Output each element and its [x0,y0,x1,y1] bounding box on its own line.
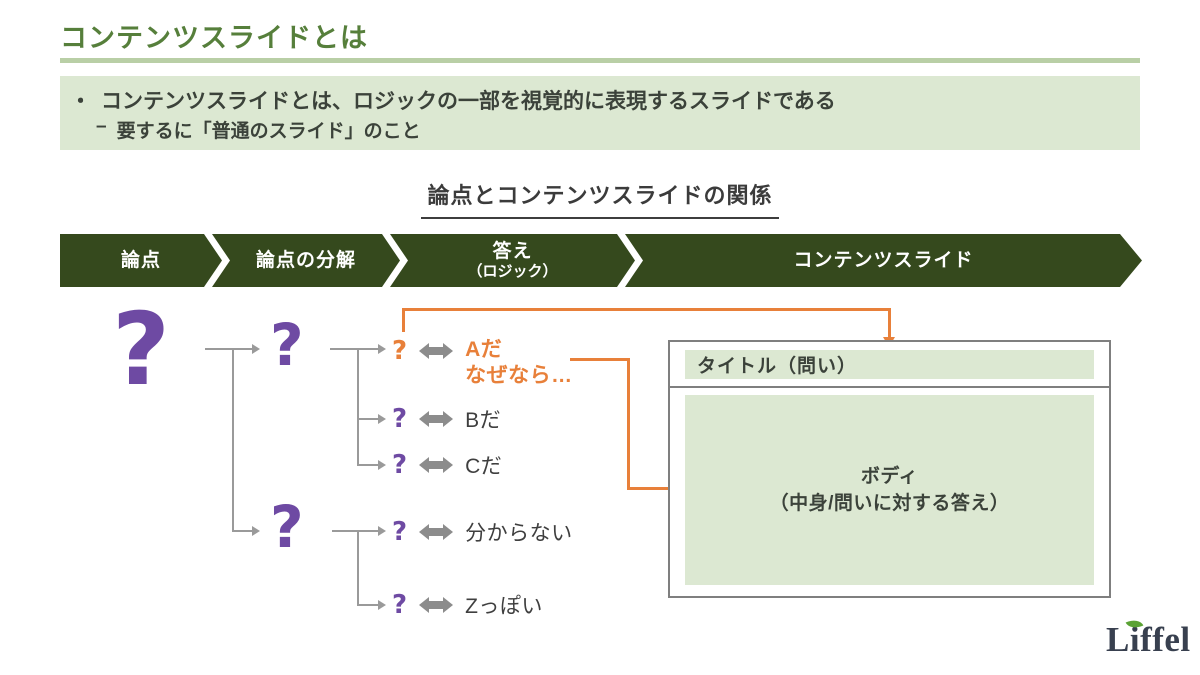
answer-to-body-connector [627,487,677,490]
question-to-title-connector [402,308,405,332]
answer-row-unknown: ? 分からない [392,517,573,547]
answer-reason-label: なぜなら… [465,364,573,387]
process-step-sublabel: （ロジック） [467,262,558,280]
small-question-icon: ? [392,450,408,480]
double-arrow-icon [419,411,454,427]
answer-row-z: ? Zっぽい [392,590,543,620]
mid-question-icon-2: ? [270,493,304,561]
connector-line [357,604,379,606]
mock-slide-title-bar: タイトル（問い） [685,350,1094,379]
small-question-icon: ? [392,404,408,434]
process-step-label: 論点 [120,249,161,271]
process-step-bunkai: 論点の分解 [212,234,400,287]
small-question-icon: ? [392,590,408,620]
connector-line [357,418,379,420]
connector-line [205,348,253,350]
answer-row-a: ? Aだ なぜなら… [392,337,573,389]
answer-label: Bだ [465,409,502,432]
section-heading: 論点とコンテンツスライドの関係 [421,178,779,219]
process-step-label: 論点の分解 [255,249,356,271]
question-to-title-connector [888,308,891,338]
small-question-icon: ? [392,336,408,366]
connector-line [232,530,253,532]
answer-to-body-connector [570,358,630,361]
answer-row-b: ? Bだ [392,404,502,434]
double-arrow-bar [427,415,446,423]
mock-slide-divider [670,386,1109,388]
process-step-label: コンテンツスライド [793,249,974,271]
answer-label: Zっぽい [465,595,543,618]
arrowhead-icon [252,526,260,536]
arrowhead-icon [378,600,386,610]
arrowhead-icon [378,414,386,424]
double-arrow-bar [427,528,446,536]
double-arrow-bar [427,347,446,355]
brand-logo: Liffel [1106,616,1191,660]
mid-question-icon-1: ? [270,311,304,379]
answer-label: Aだ [465,338,503,361]
mock-slide-frame: タイトル（問い） ボディ （中身/問いに対する答え） [668,340,1111,598]
lead-bullet-text: コンテンツスライドとは、ロジックの一部を視覚的に表現するスライドである [101,90,836,113]
mock-slide-body-line1: ボディ [860,466,919,487]
dash-marker: – [96,116,107,137]
bullet-marker: ・ [70,90,91,113]
double-arrow-bar [427,601,446,609]
big-question-icon: ? [112,291,171,408]
lead-box [60,76,1140,150]
section-heading-wrap: 論点とコンテンツスライドの関係 [0,178,1200,219]
connector-line [357,530,359,606]
double-arrow-icon [419,524,454,540]
answer-label: 分からない [465,522,573,545]
answer-to-body-connector [627,358,630,490]
arrowhead-icon [378,460,386,470]
connector-line [357,348,359,466]
mock-slide-body-line2: （中身/問いに対する答え） [769,493,1010,514]
process-step-label: 答え [492,240,533,262]
arrowhead-icon [252,344,260,354]
double-arrow-bar [427,461,446,469]
double-arrow-icon [419,597,454,613]
brand-logo-text: Liffel [1106,620,1191,659]
lead-bullet-line: ・ コンテンツスライドとは、ロジックの一部を視覚的に表現するスライドである [70,85,836,115]
title-underline [60,58,1140,63]
arrowhead-icon [378,526,386,536]
lead-sub-bullet-line: – 要するに「普通のスライド」のこと [96,116,421,143]
process-step-kotae: 答え （ロジック） [390,234,635,287]
double-arrow-icon [419,457,454,473]
connector-line [330,348,379,350]
connector-line [357,464,379,466]
answer-label: Cだ [465,455,503,478]
connector-line [232,348,234,532]
question-to-title-connector [402,308,891,311]
process-step-ronten: 論点 [60,234,222,287]
answer-row-c: ? Cだ [392,450,503,480]
mock-slide-title: タイトル（問い） [697,356,858,377]
double-arrow-icon [419,343,454,359]
lead-sub-bullet-text: 要するに「普通のスライド」のこと [116,121,421,142]
answer-label-stack: Aだ なぜなら… [465,337,573,389]
arrowhead-icon [378,344,386,354]
mock-slide-body: ボディ （中身/問いに対する答え） [685,395,1094,585]
connector-line [332,530,379,532]
small-question-icon: ? [392,517,408,547]
process-step-content-slide: コンテンツスライド [625,234,1142,287]
page-title: コンテンツスライドとは [60,23,368,53]
